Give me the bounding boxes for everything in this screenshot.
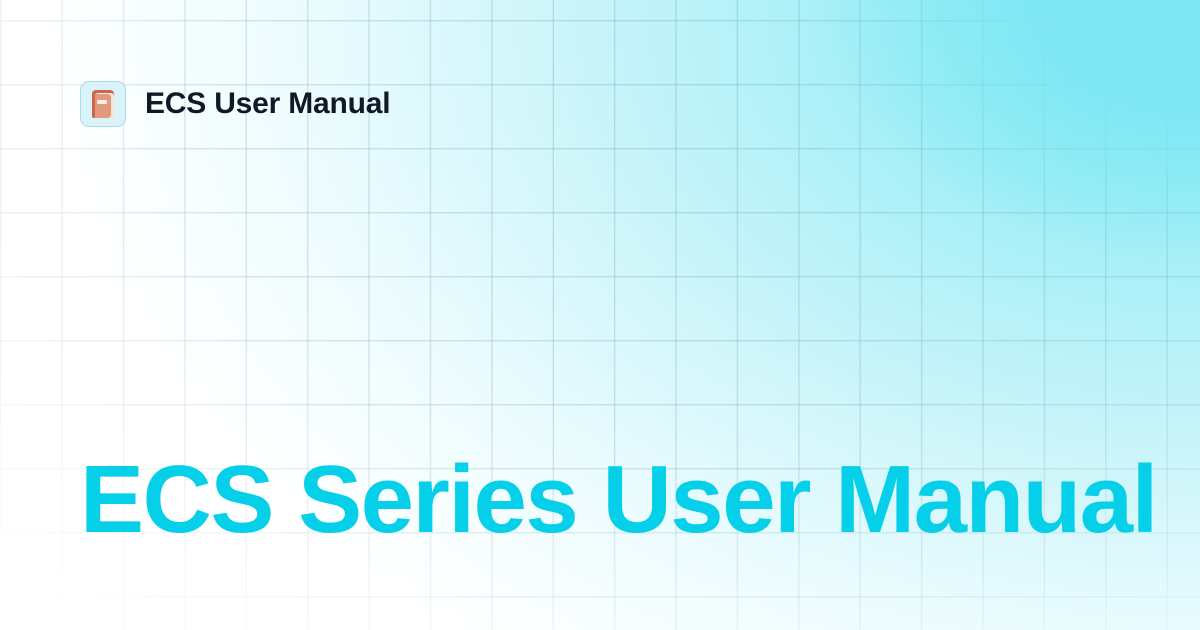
site-header: ECS User Manual <box>80 80 391 128</box>
header-title: ECS User Manual <box>145 87 391 120</box>
page-title: ECS Series User Manual <box>80 446 1158 553</box>
logo <box>80 81 126 127</box>
book-icon <box>88 88 118 120</box>
